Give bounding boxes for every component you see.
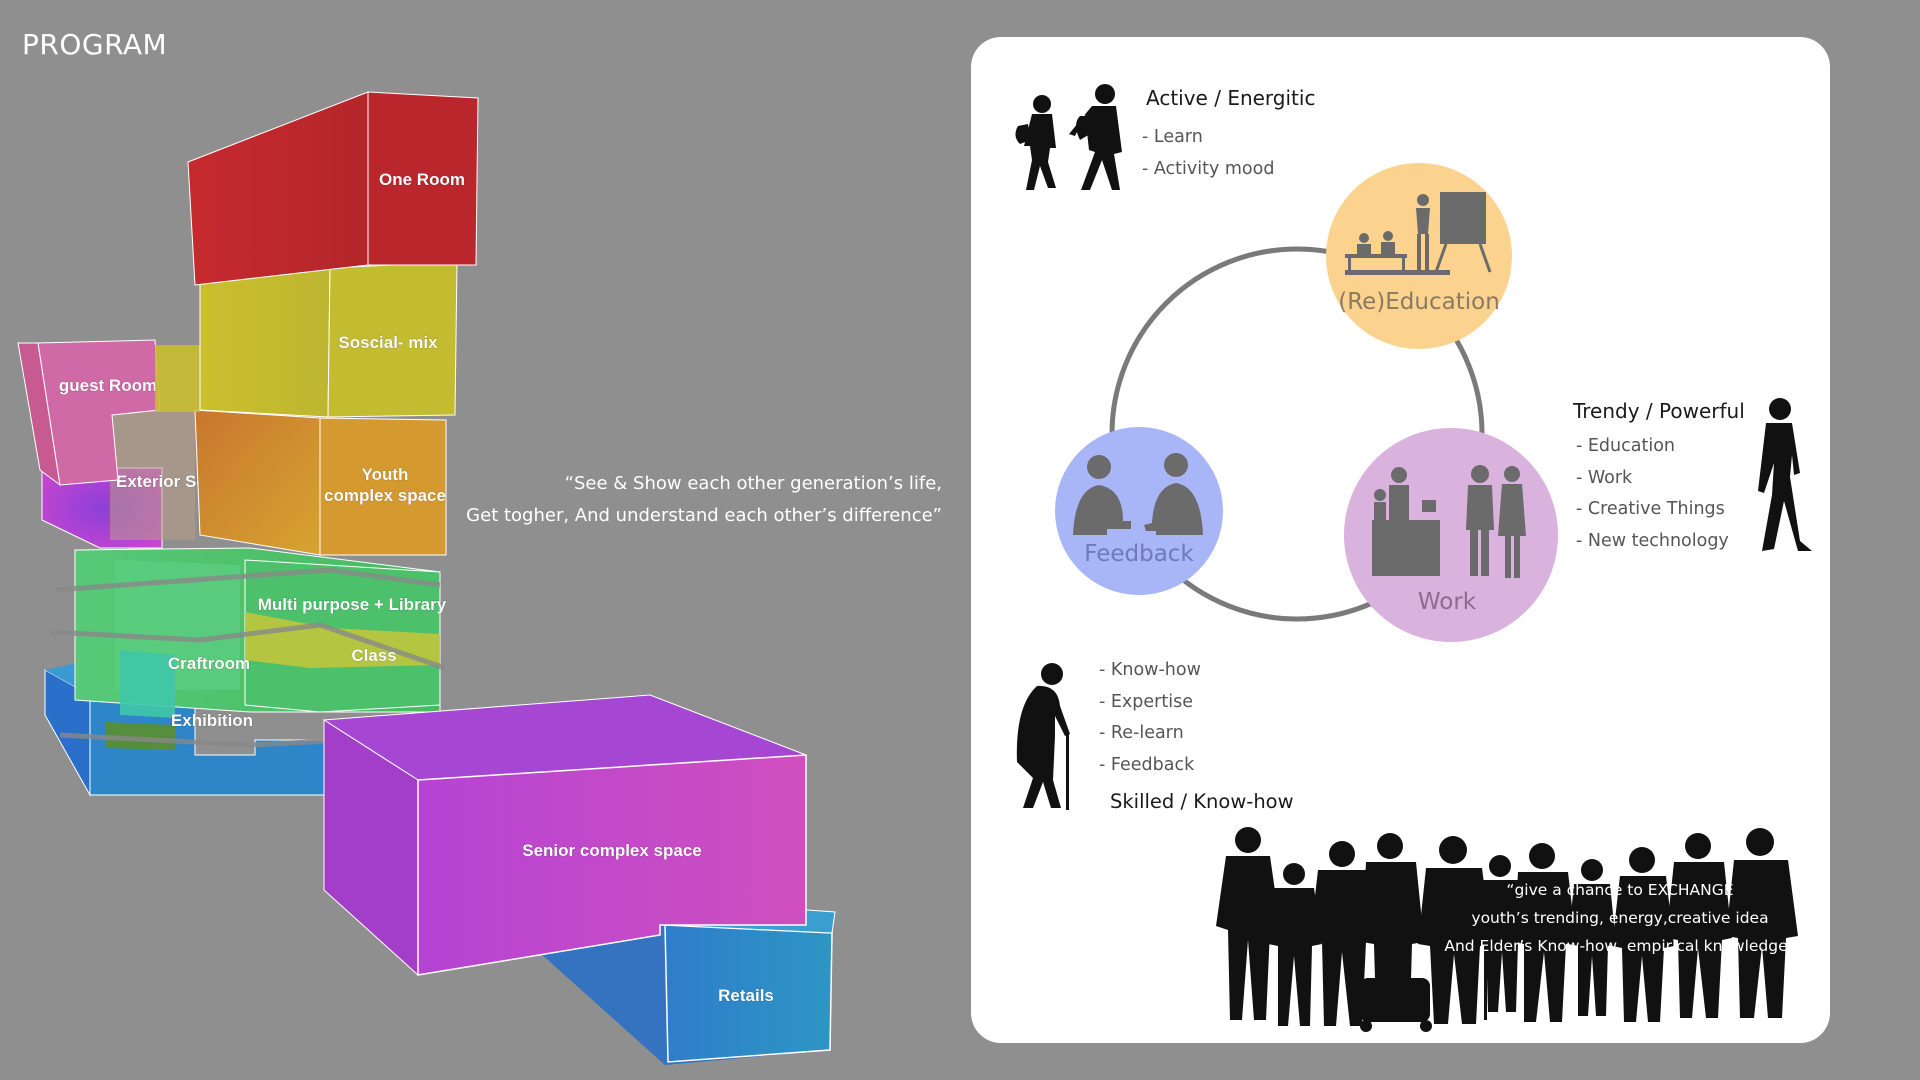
crowd-quote: “give a chance to EXCHANGE youth’s trend… [1440, 876, 1800, 960]
coworking-icon [1372, 465, 1526, 578]
senior-complex-block: Senior complex space [322, 694, 807, 977]
senior-traits-list: - Know-how - Expertise - Re-learn - Feed… [1099, 660, 1201, 786]
social-mix-label: Soscial- mix [338, 333, 438, 352]
adult-trait-item: - Work [1576, 467, 1633, 488]
youth-traits-list: - Learn - Activity mood [1142, 127, 1274, 190]
one-room-label: One Room [379, 170, 465, 189]
senior-trait-item: - Feedback [1099, 754, 1195, 775]
crowd-quote-line-3: And Elder’s Know-how, empirical knowledg… [1444, 937, 1796, 955]
youth-heading: Active / Energitic [1146, 86, 1316, 110]
feedback-node: Feedback [1055, 427, 1223, 595]
work-node: Work [1344, 428, 1558, 642]
education-node: (Re)Education [1326, 163, 1512, 349]
exchange-cycle-diagram: (Re)Education Work Feedback [1055, 163, 1558, 642]
youth-complex-label-2: complex space [324, 486, 446, 505]
exhibition-label: Exhibition [171, 711, 253, 730]
social-mix-block: Soscial- mix [155, 261, 458, 418]
one-room-block: One Room [187, 91, 479, 286]
children-walking-icon [1015, 84, 1122, 190]
crowd-quote-line-1: “give a chance to EXCHANGE [1506, 881, 1734, 899]
crowd-quote-line-2: youth’s trending, energy,creative idea [1471, 909, 1769, 927]
class-label: Class [351, 646, 396, 665]
adult-trait-item: - New technology [1576, 530, 1729, 551]
multipurpose-library-label: Multi purpose + Library [258, 595, 447, 614]
center-quote: “See & Show each other generation’s life… [422, 468, 942, 532]
adult-walking-icon [1758, 398, 1812, 551]
youth-trait-item: - Learn [1142, 127, 1203, 147]
feedback-label: Feedback [1084, 541, 1194, 567]
classroom-icon [1345, 192, 1492, 275]
youth-complex-label-1: Youth [362, 465, 409, 484]
senior-trait-item: - Know-how [1099, 660, 1201, 680]
elder-with-cane-icon [1016, 663, 1070, 810]
work-label: Work [1418, 589, 1477, 615]
crowd-icon [1216, 827, 1798, 1032]
youth-trait-item: - Activity mood [1142, 158, 1275, 179]
library-stack-block: Multi purpose + Library Class Craftroom … [49, 547, 451, 750]
page-title: PROGRAM [22, 28, 168, 61]
senior-trait-item: - Re-learn [1099, 723, 1184, 743]
guest-room-block: guest Room [17, 339, 161, 487]
retails-block: Retails [520, 899, 836, 1065]
education-label: (Re)Education [1338, 289, 1500, 315]
center-quote-line-2: Get togher, And understand each other’s … [466, 505, 942, 526]
senior-complex-label: Senior complex space [522, 841, 702, 860]
youth-complex-block: Youth complex space [194, 409, 447, 556]
retails-label: Retails [718, 986, 774, 1005]
adult-traits-list: - Education - Work - Creative Things - N… [1576, 436, 1729, 562]
senior-heading: Skilled / Know-how [1110, 790, 1294, 813]
guest-room-label: guest Room [59, 376, 157, 395]
craftroom-label: Craftroom [168, 654, 250, 673]
conversation-icon [1073, 453, 1203, 535]
adult-trait-item: - Creative Things [1576, 499, 1725, 519]
adult-trait-item: - Education [1576, 436, 1676, 456]
program-massing-diagram: Retails Multi purpose + Library Class Cr… [17, 91, 836, 1065]
senior-trait-item: - Expertise [1099, 691, 1193, 712]
center-quote-line-1: “See & Show each other generation’s life… [564, 473, 942, 494]
adult-heading: Trendy / Powerful [1573, 399, 1745, 423]
